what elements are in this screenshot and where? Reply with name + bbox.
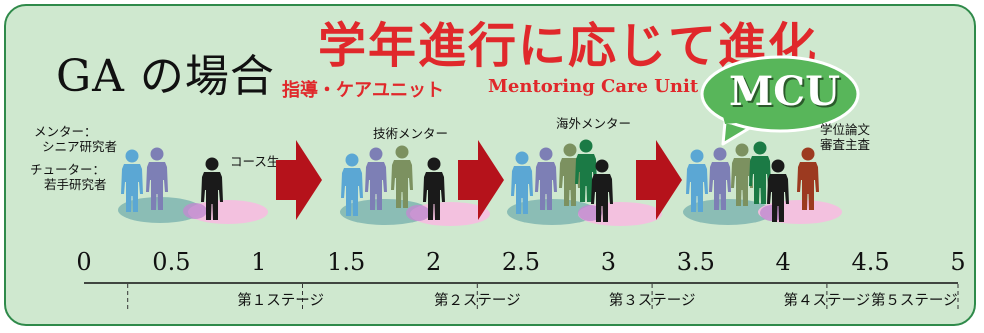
mcu-speech-bubble (700, 55, 860, 146)
group-stage3 (507, 139, 662, 226)
tick-label: 1 (251, 248, 267, 276)
mcu-bubble-text: MCU (729, 68, 840, 115)
tech-mentor-label: 技術メンター (373, 126, 449, 141)
tutor-label: チューター： 若手研究者 (30, 162, 107, 192)
group-stage4 (683, 141, 842, 225)
tick-label: 0 (76, 248, 92, 276)
arrow-1 (276, 140, 322, 220)
mentor-label: メンター： シニア研究者 (34, 124, 117, 154)
stage-label: 第３ステージ (608, 293, 696, 309)
stage-label: 第５ステージ (870, 293, 958, 309)
course-student-label: コース生 (230, 154, 280, 169)
thesis-label-line1: 学位論文 (820, 122, 871, 137)
tick-label: 0.5 (152, 248, 191, 276)
thesis-label: 学位論文 審査主査 (820, 122, 870, 152)
stage-label: 第２ステージ (433, 293, 521, 309)
tick-label: 4.5 (851, 248, 890, 276)
group-stage1 (118, 147, 268, 224)
tick-label: 3.5 (676, 248, 715, 276)
group-stage2 (340, 145, 490, 226)
subtitle-ja: 指導・ケアユニット (282, 80, 444, 101)
overseas-mentor-label: 海外メンター (556, 116, 632, 131)
arrow-3 (636, 140, 682, 220)
thesis-label-line2: 審査主査 (820, 137, 871, 152)
tick-label: 5 (950, 248, 966, 276)
tick-label: 1.5 (327, 248, 366, 276)
subtitle-en: Mentoring Care Unit (488, 76, 699, 97)
tick-label: 4 (775, 248, 791, 276)
tick-label: 2 (425, 248, 442, 276)
tutor-label-line1: チューター： (30, 162, 106, 177)
mentor-label-line2: シニア研究者 (42, 139, 118, 154)
title-ga: GA の場合 (56, 51, 275, 102)
tick-label: 2.5 (501, 248, 541, 276)
tick-label: 3 (600, 248, 617, 276)
stage-label: 第１ステージ (237, 293, 324, 309)
arrow-2 (458, 140, 504, 220)
tutor-label-line2: 若手研究者 (44, 177, 107, 192)
mentor-label-line1: メンター： (34, 124, 97, 139)
stage-label: 第４ステージ (783, 293, 871, 309)
